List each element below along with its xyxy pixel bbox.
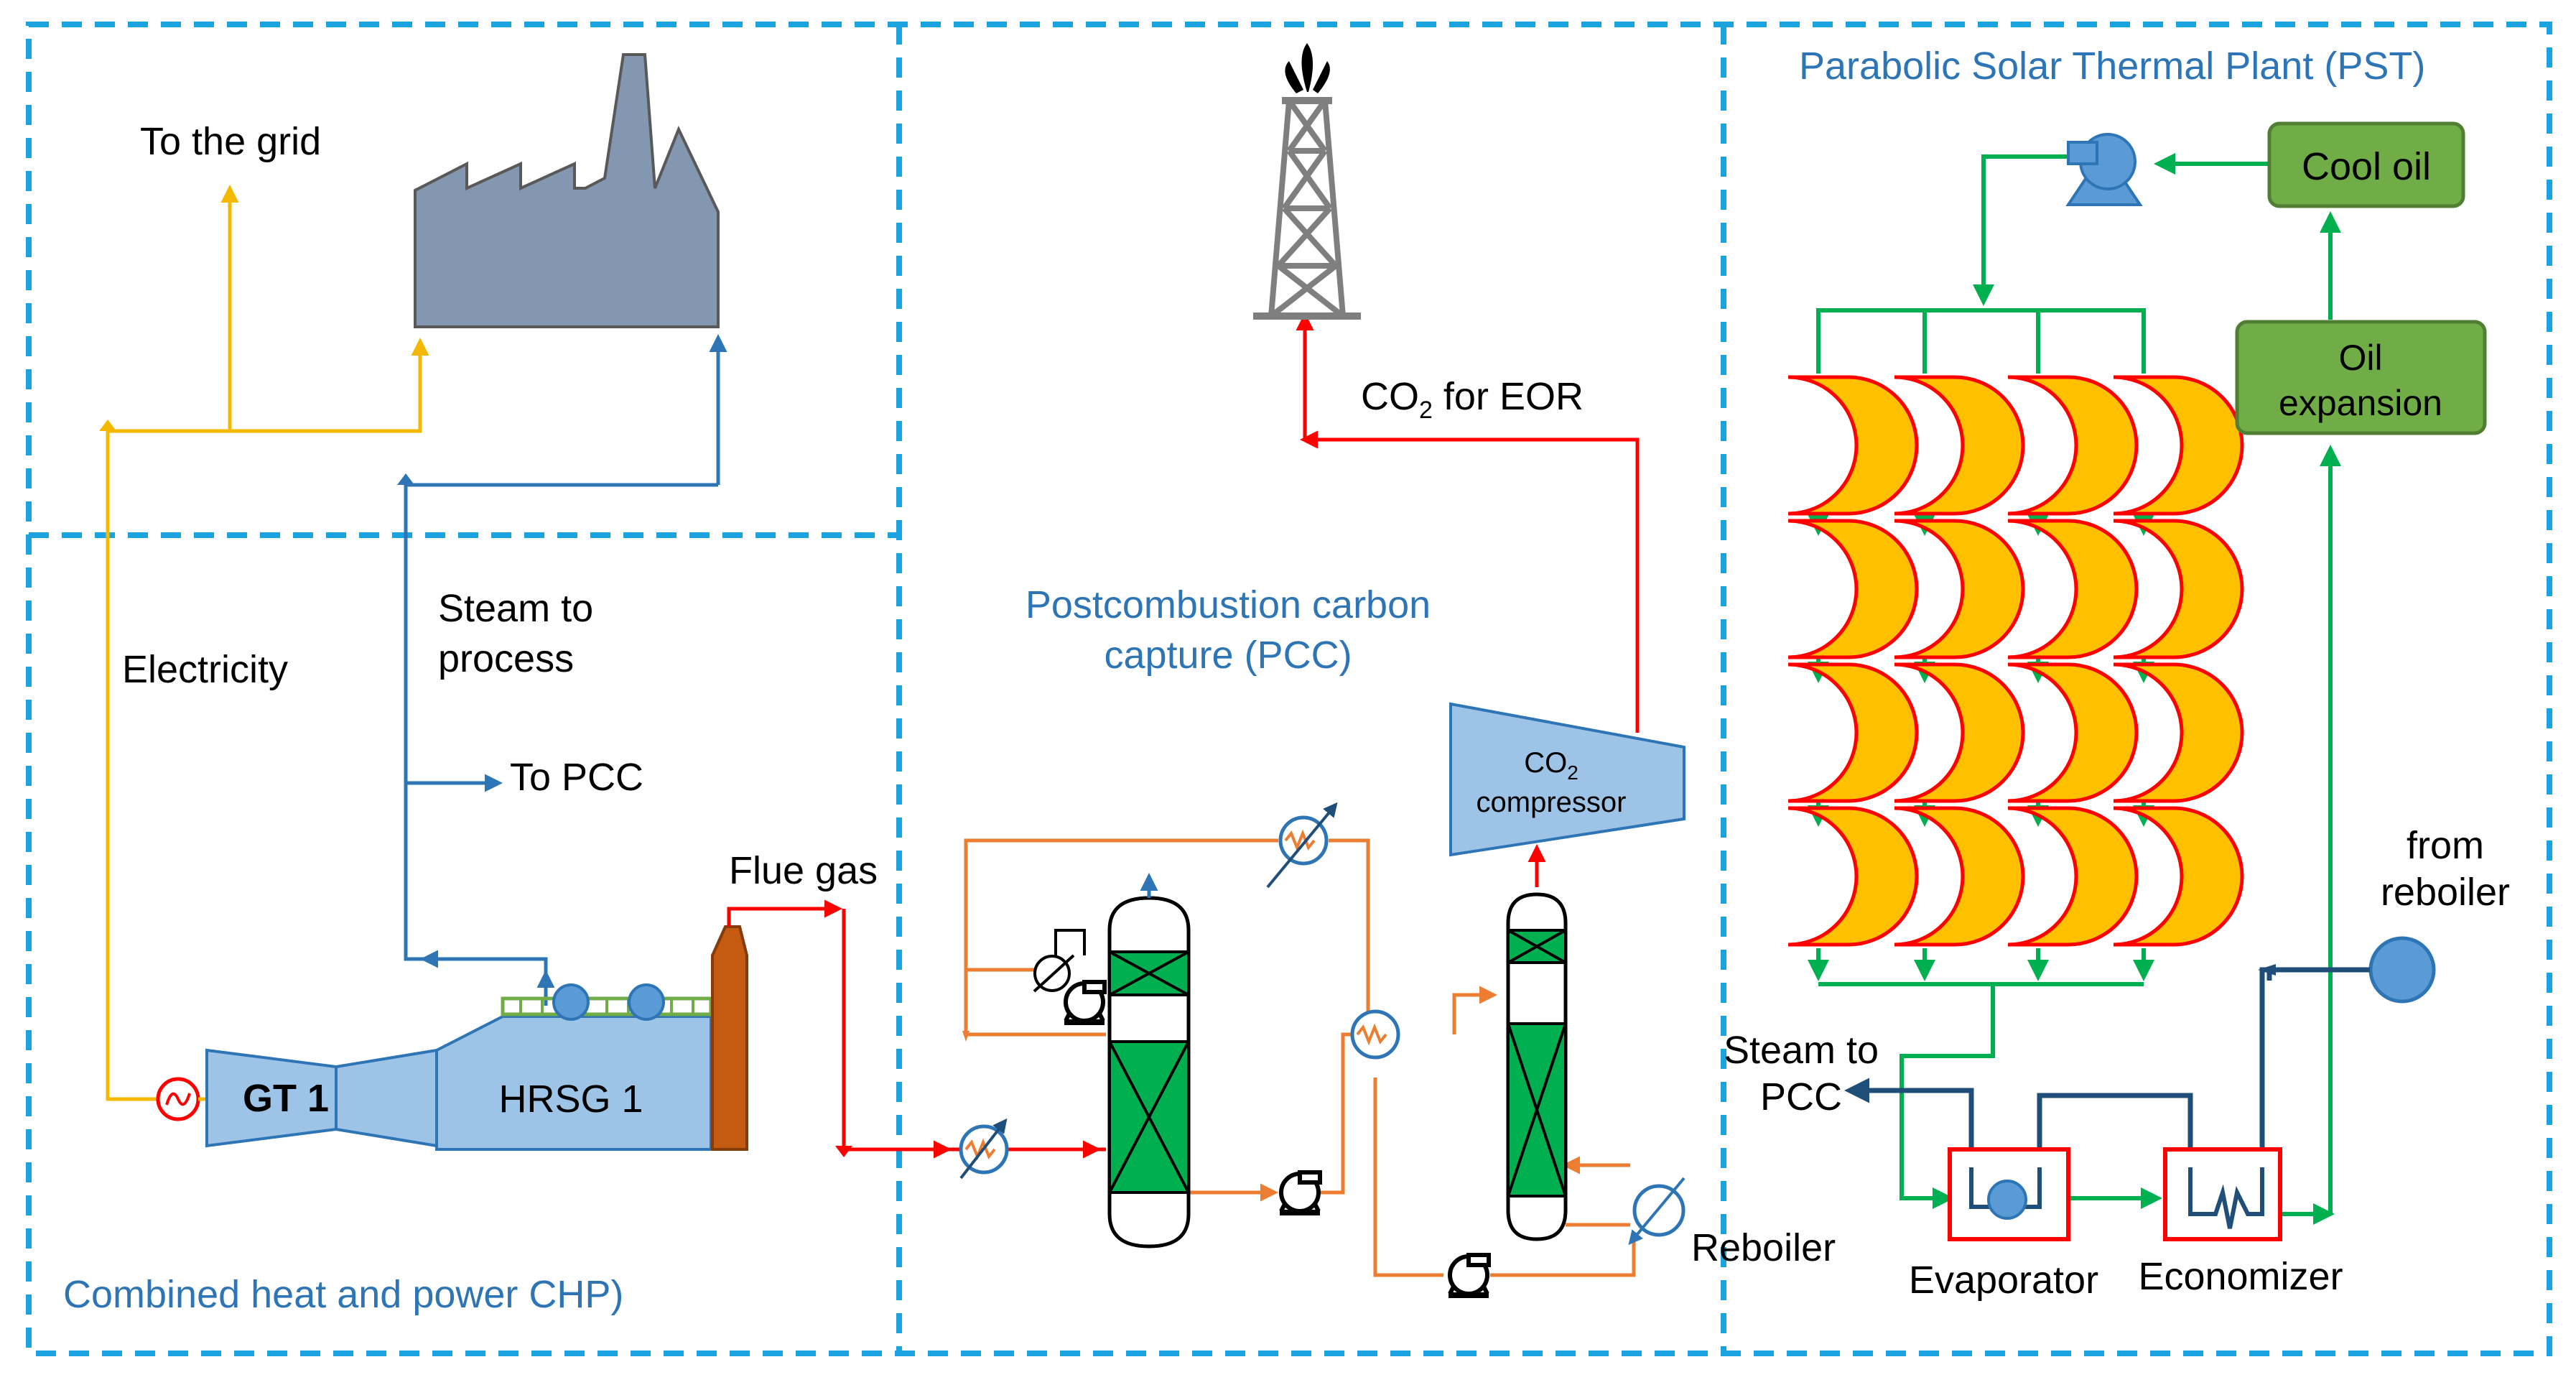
compressor-label: compressor [1477,787,1627,818]
svg-text:CO2: CO2 [1524,747,1578,784]
hrsg-unit: HRSG 1 [435,983,713,1151]
reboiler-exchanger [1628,1177,1685,1246]
pst-section: Parabolic Solar Thermal Plant (PST) [1724,45,2510,1302]
control-valve-icon [1033,929,1086,993]
oil-derrick-icon [1253,97,1361,320]
to-grid-label: To the grid [140,120,321,163]
section-borders [26,22,2552,1356]
electricity-lines [106,185,429,1101]
steam-to-process-label-2: process [438,637,574,680]
oil-expansion-box: Oil expansion [2235,320,2487,435]
chp-section-title: Combined heat and power CHP) [63,1273,623,1316]
oil-expansion-label-1: Oil [2338,338,2382,378]
oil-flame-icon [1285,43,1330,93]
economizer [2163,1147,2282,1241]
hrsg-label: HRSG 1 [498,1078,643,1121]
gt-label: GT 1 [243,1077,329,1120]
stack [711,925,748,1151]
from-reboiler-label-1: from [2407,824,2484,867]
collector-grid [1788,377,2242,945]
generator-icon [156,1077,200,1121]
pcc-section-title-1: Postcombustion carbon [1026,583,1431,626]
feedwater-lines [1844,967,2370,1167]
pump-icon [1280,1172,1320,1215]
pcc-section-title-2: capture (PCC) [1104,634,1352,677]
reboiler-label: Reboiler [1691,1226,1836,1269]
co2-for-eor-label: CO2 for EOR [1361,375,1584,424]
from-reboiler-label-2: reboiler [2381,871,2510,914]
evaporator-label: Evaporator [1909,1259,2098,1302]
steam-to-pcc-label-1: Steam to [1724,1029,1879,1072]
pcc-section: CO2 for EOR CO2 compressor [959,43,1836,1298]
flue-gas-label: Flue gas [729,849,878,892]
feedwater-pump-icon [2368,936,2436,1004]
pump-icon [1064,982,1105,1025]
outer-border [26,22,2552,1356]
cool-oil-box: Cool oil [2267,121,2465,208]
oil-lines [1808,153,2341,1225]
solvent-lines [964,838,1636,1277]
to-pcc-label: To PCC [510,756,643,799]
electricity-label: Electricity [122,648,288,691]
chp-section: GT 1 HRSG 1 To the grid Electricity [63,53,878,1316]
cool-oil-label: Cool oil [2302,145,2431,188]
economizer-label: Economizer [2138,1255,2343,1298]
steam-to-process-label-1: Steam to [438,587,593,630]
co2-compressor: CO2 compressor [1449,702,1685,857]
factory-icon [414,53,720,328]
steam-to-pcc-label-2: PCC [1760,1075,1842,1118]
pst-section-title: Parabolic Solar Thermal Plant (PST) [1799,45,2425,88]
pump-icon [2065,133,2143,206]
stripper-column [1506,892,1568,1241]
absorber-column [1107,873,1191,1249]
oil-expansion-label-2: expansion [2279,383,2442,423]
pump-icon [1449,1255,1489,1298]
gas-turbine: GT 1 [205,1048,438,1148]
evaporator [1948,1147,2070,1241]
